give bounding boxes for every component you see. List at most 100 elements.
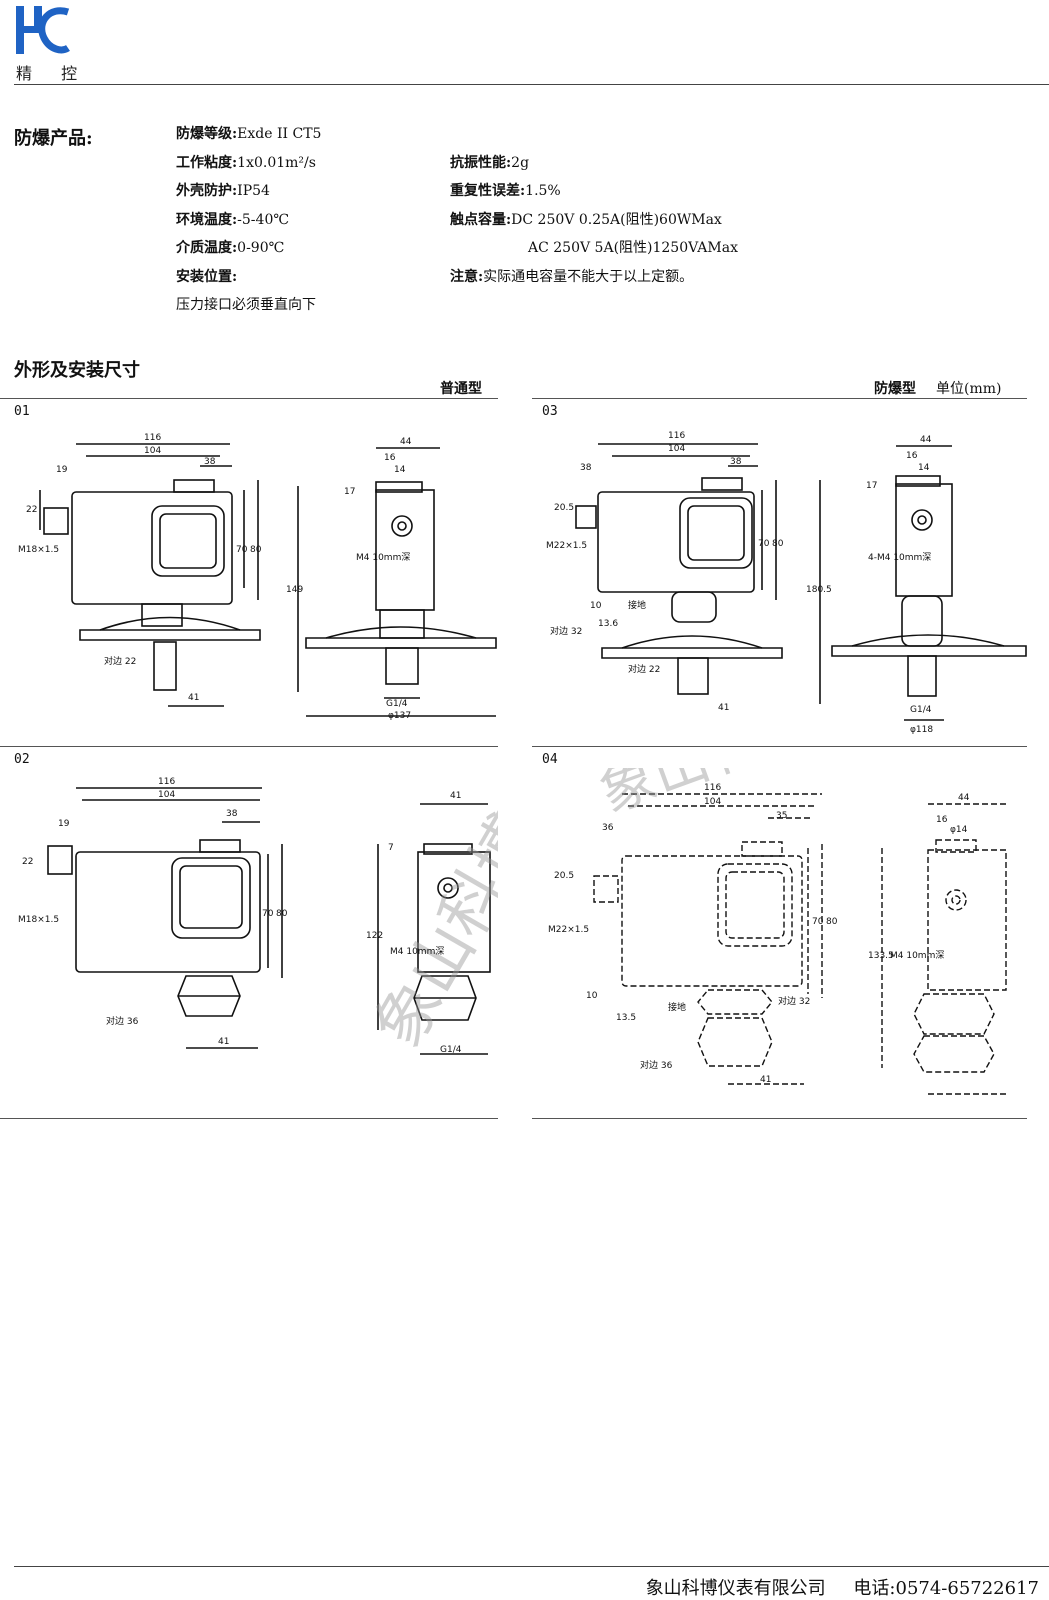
figure-03-drawing: 116 104 38 38 20.5 M22×1.5 70 80 接地 10 1… — [546, 431, 1027, 735]
figure-01-drawing: 116 104 38 19 22 M18×1.5 70 80 对边 22 41 … — [18, 433, 497, 721]
dim-label: 10 — [590, 601, 602, 611]
dim-label: 13.6 — [598, 619, 618, 629]
spec-value: 2g — [511, 155, 530, 171]
figure-04-drawing: 象山科博仪表有限公司 116 104 35 36 20.5 M22×1.5 70… — [548, 768, 1027, 1095]
dim-label: 104 — [704, 797, 721, 807]
dim-label: 20.5 — [554, 871, 574, 881]
dim-label: 4-M4 10mm深 — [868, 552, 931, 563]
normal-type-label: 普通型 — [440, 381, 482, 397]
dim-label: 38 — [226, 809, 238, 819]
dim-label: 80 — [826, 917, 838, 927]
divider — [532, 1118, 1027, 1119]
divider — [0, 398, 498, 399]
dim-label: 14 — [918, 463, 930, 473]
spec-value: 1x0.01m²/s — [237, 155, 316, 171]
dim-label: φ118 — [910, 725, 933, 735]
dim-label: 116 — [144, 433, 161, 443]
company-logo — [16, 6, 70, 54]
spec-row-explosion-grade: 防爆等级:Exde II CT5 — [176, 123, 321, 143]
spec-value: 实际通电容量不能大于以上定额。 — [483, 269, 694, 285]
dim-label: 对边 32 — [550, 625, 582, 637]
explosion-proof-section-label: 防爆产品: — [14, 128, 93, 149]
dim-label: 41 — [188, 693, 199, 703]
spec-row-contact-capacity: 触点容量:DC 250V 0.25A(阻性)60WMax — [450, 209, 722, 229]
spec-value: -5-40℃ — [237, 212, 290, 228]
dim-label: 116 — [704, 783, 721, 793]
figure-02-drawing: 象山科博仪表有限公司 116 104 38 19 22 M18×1.5 70 8… — [18, 768, 498, 1061]
dim-label: 116 — [158, 777, 175, 787]
divider — [532, 398, 1027, 399]
dim-label: φ137 — [388, 711, 411, 721]
footer: 象山科博仪表有限公司 电话:0574-65722617 — [624, 1574, 1039, 1600]
dim-label: 19 — [58, 819, 70, 829]
dim-label: φ14 — [950, 825, 968, 835]
spec-key: 安装位置: — [176, 269, 238, 285]
dim-label: 104 — [144, 446, 161, 456]
spec-key: 注意: — [450, 269, 484, 285]
dim-label: 41 — [218, 1037, 229, 1047]
dim-label: 对边 22 — [628, 663, 660, 675]
spec-key: 外壳防护: — [176, 183, 238, 199]
dim-label: G1/4 — [440, 1045, 462, 1055]
dim-label: 70 — [236, 545, 248, 555]
dim-label: 17 — [866, 481, 877, 491]
dim-label: 14 — [394, 465, 406, 475]
logo-text: 精 控 — [16, 64, 90, 83]
spec-value: IP54 — [237, 183, 270, 199]
dim-label: G1/4 — [910, 705, 932, 715]
dim-label: 22 — [26, 505, 37, 515]
spec-row-enclosure: 外壳防护:IP54 — [176, 180, 270, 200]
spec-value: 1.5% — [525, 183, 561, 199]
dim-label: M18×1.5 — [18, 915, 59, 925]
dimensions-title: 外形及安装尺寸 — [14, 360, 140, 381]
dim-label: 17 — [344, 487, 355, 497]
dim-label: 44 — [920, 435, 932, 445]
dim-label: G1/4 — [386, 699, 408, 709]
dim-label: 104 — [158, 790, 175, 800]
spec-row-ambient-temp: 环境温度:-5-40℃ — [176, 209, 289, 229]
dim-label: 22 — [22, 857, 33, 867]
footer-company: 象山科博仪表有限公司 — [645, 1578, 826, 1599]
divider — [0, 1118, 498, 1119]
dim-label: 133.5 — [868, 951, 894, 961]
dim-label: 对边 36 — [106, 1015, 139, 1027]
dim-label: 38 — [580, 463, 592, 473]
divider — [0, 746, 498, 747]
dim-label: M22×1.5 — [548, 925, 589, 935]
dim-label: M4 10mm深 — [890, 950, 944, 961]
dim-label: 13.5 — [616, 1013, 636, 1023]
dim-label: 16 — [906, 451, 918, 461]
header-divider — [14, 84, 1049, 85]
spec-row-install-note: 压力接口必须垂直向下 — [176, 294, 316, 314]
dim-label: 44 — [958, 793, 970, 803]
dim-label: 7 — [388, 843, 394, 853]
dim-label: M18×1.5 — [18, 545, 59, 555]
spec-row-contact-capacity-ac: AC 250V 5A(阻性)1250VAMax — [528, 237, 738, 257]
dim-label: M22×1.5 — [546, 541, 587, 551]
dim-label: 10 — [586, 991, 598, 1001]
spec-key: 工作粘度: — [176, 155, 238, 171]
dim-label: 104 — [668, 444, 685, 454]
spec-key: 抗振性能: — [450, 155, 512, 171]
dim-label: 35 — [776, 811, 787, 821]
dim-label: 20.5 — [554, 503, 574, 513]
dim-label: 80 — [772, 539, 784, 549]
spec-row-install-position: 安装位置: — [176, 266, 237, 286]
spec-key: 环境温度: — [176, 212, 238, 228]
dim-label: 70 — [812, 917, 824, 927]
spec-key: 重复性误差: — [450, 183, 526, 199]
figure-number: 01 — [14, 404, 30, 419]
dim-label: 70 — [262, 909, 274, 919]
spec-value: 0-90℃ — [237, 240, 285, 256]
figure-number: 04 — [542, 752, 558, 767]
dim-label: 接地 — [628, 599, 646, 611]
spec-value: DC 250V 0.25A(阻性)60WMax — [511, 212, 722, 228]
spec-row-repeatability: 重复性误差:1.5% — [450, 180, 561, 200]
dim-label: 38 — [730, 457, 742, 467]
dim-label: 16 — [384, 453, 396, 463]
dim-label: 80 — [276, 909, 288, 919]
dim-label: 122 — [366, 931, 383, 941]
dim-label: 149 — [286, 585, 303, 595]
dim-label: 36 — [602, 823, 614, 833]
spec-value: AC 250V 5A(阻性)1250VAMax — [528, 240, 738, 256]
